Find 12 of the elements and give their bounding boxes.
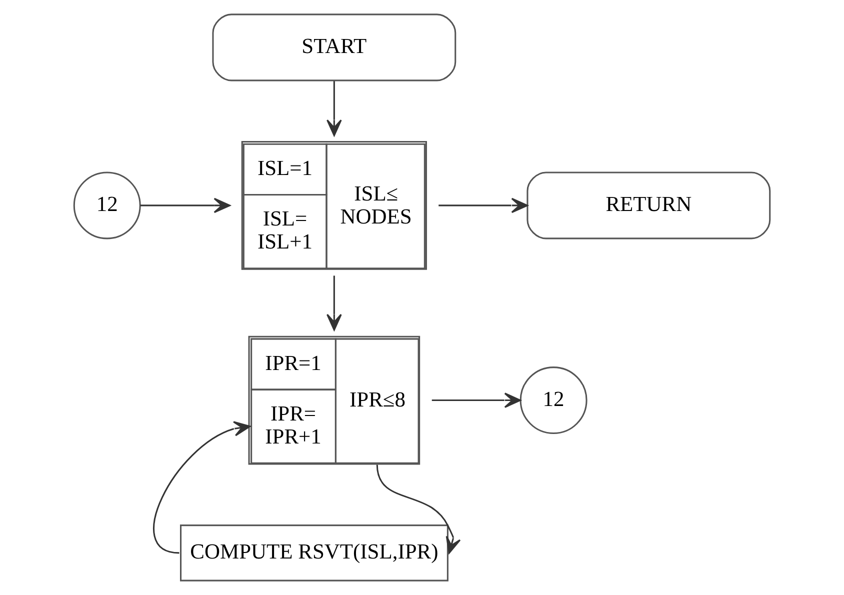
arrow: [438, 198, 528, 214]
arrow: [153, 421, 251, 554]
arrow: [326, 276, 342, 331]
node-circle: 12: [520, 366, 588, 434]
arrow: [140, 198, 230, 214]
arrow: [432, 392, 522, 408]
arrow: [326, 81, 342, 136]
node-box: RETURN: [526, 172, 771, 240]
node-box: START: [212, 14, 456, 82]
node-box: COMPUTE RSVT(ISL,IPR): [180, 524, 448, 582]
node-circle: 12: [73, 172, 141, 240]
arrow: [376, 464, 461, 554]
